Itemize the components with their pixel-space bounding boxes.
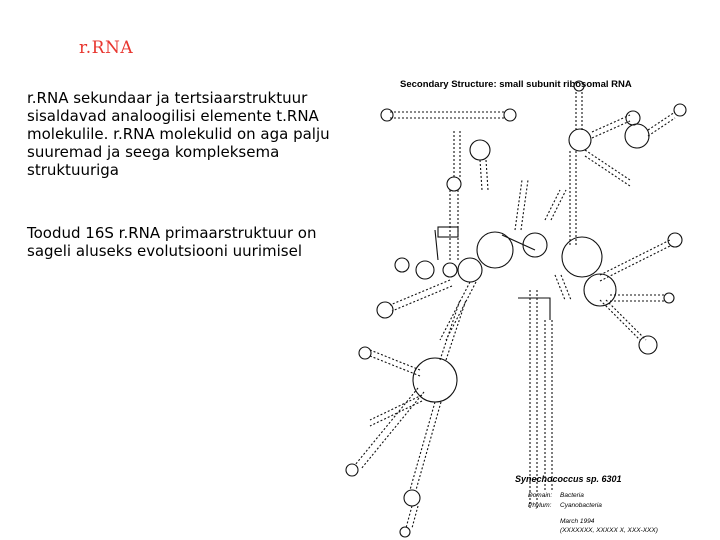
phylum-value: Cyanobacteria bbox=[560, 502, 602, 509]
rrna-secondary-structure-diagram: Secondary Structure: small subunit ribos… bbox=[330, 70, 718, 538]
rrna-structure-figure: Secondary Structure: small subunit ribos… bbox=[345, 79, 687, 538]
organism-name: Synechococcus sp. 6301 bbox=[515, 474, 622, 484]
rna-structure-drawing bbox=[345, 80, 687, 538]
diagram-heading: Secondary Structure: small subunit ribos… bbox=[400, 79, 632, 90]
paragraph-16s-evolution: Toodud 16S r.RNA primaarstruktuur on sag… bbox=[27, 224, 317, 260]
domain-value: Bacteria bbox=[560, 492, 584, 499]
domain-label: Domain: bbox=[528, 492, 552, 499]
diagram-date: March 1994 bbox=[560, 518, 595, 525]
phylum-label: Phylum: bbox=[528, 502, 552, 509]
slide-title: r.RNA bbox=[79, 38, 134, 58]
diagram-citation: (XXXXXXX, XXXXX X, XXX-XXX) bbox=[560, 527, 658, 534]
paragraph-rrna-structure: r.RNA sekundaar ja tertsiaarstruktuur si… bbox=[27, 89, 330, 179]
